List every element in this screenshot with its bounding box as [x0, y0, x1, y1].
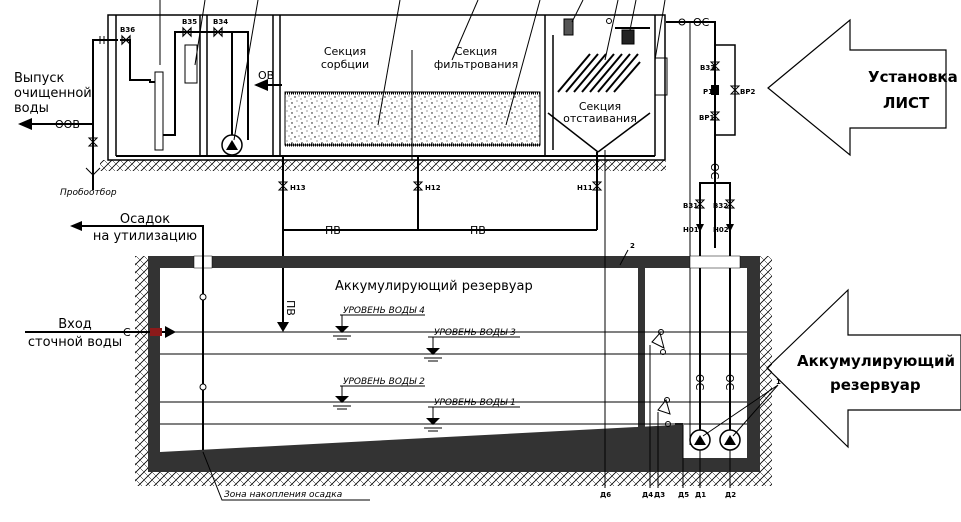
- valve-label-r1: Р1: [703, 88, 713, 96]
- valve-icon[interactable]: [724, 199, 736, 209]
- right-piping: ОС В33 Р1 ВР1 ВР2 ОС В31 В32 Н01 Н02: [666, 16, 755, 445]
- section-sorption-label: Секция: [324, 45, 366, 58]
- water-level-2: УРОВЕНЬ ВОДЫ 2: [333, 377, 425, 410]
- valve-icon[interactable]: [694, 199, 706, 209]
- water-level-label: УРОВЕНЬ ВОДЫ 3: [434, 328, 516, 338]
- pump-2[interactable]: [719, 429, 741, 451]
- outlet-label-2: очищенной: [14, 86, 92, 101]
- valve-icon[interactable]: [412, 181, 424, 191]
- valve-label-n01: Н01: [683, 226, 699, 234]
- outlet-label-3: воды: [14, 101, 49, 116]
- valve-label-n02: Н02: [713, 226, 729, 234]
- section-sorption-label-2: сорбции: [321, 58, 369, 71]
- water-level-label: УРОВЕНЬ ВОДЫ 4: [343, 306, 425, 316]
- valve-label-vr1: ВР1: [699, 114, 714, 122]
- callout-unit-arrow: Установка ЛИСТ: [767, 18, 958, 157]
- valve-icon[interactable]: [182, 26, 192, 38]
- valve-label-v32: В32: [713, 202, 728, 210]
- valve-label-v34: В34: [213, 18, 228, 26]
- outlet: ООВ Выпуск очищенной воды Пробоотбор: [14, 36, 118, 198]
- valve-icon[interactable]: [277, 181, 289, 191]
- tank-title: Аккумулирующий резервуар: [335, 279, 533, 294]
- callout-tank-label-1: Аккумулирующий: [797, 352, 955, 370]
- pv-label: ПВ: [284, 300, 297, 316]
- sensor-label-d6: Д6: [600, 491, 611, 499]
- sensor-label-d1: Д1: [695, 491, 706, 499]
- pv-label: ПВ: [470, 224, 486, 237]
- sludge-zone-label: Зона накопления осадка: [224, 490, 342, 500]
- ground-hatch: [100, 160, 666, 171]
- lamella-pack: [557, 53, 641, 93]
- water-level-1: УРОВЕНЬ ВОДЫ 1: [424, 398, 520, 432]
- valve-label-v33: В33: [700, 64, 715, 72]
- valve-label-n13: Н13: [290, 184, 306, 192]
- valve-icon[interactable]: [87, 137, 99, 147]
- sampling-label: Пробоотбор: [60, 188, 117, 198]
- treatment-unit: Секция сорбции Секция фильтрования Секци…: [100, 0, 668, 171]
- valve-icon[interactable]: [121, 34, 131, 46]
- sludge-label-1: Осадок: [120, 212, 170, 227]
- valve-label-v36: В36: [120, 26, 135, 34]
- oc-label: ОС: [708, 163, 721, 180]
- side-box: [654, 57, 668, 96]
- section-filter-label-2: фильтрования: [434, 58, 518, 71]
- oov-label: ООВ: [55, 118, 80, 131]
- callout-unit-label-2: ЛИСТ: [883, 94, 930, 112]
- valve-label-n11: Н11: [577, 184, 593, 192]
- water-level-3: УРОВЕНЬ ВОДЫ 3: [424, 328, 520, 362]
- water-level-label: УРОВЕНЬ ВОДЫ 2: [343, 377, 425, 387]
- water-level-4: УРОВЕНЬ ВОДЫ 4: [333, 306, 425, 340]
- valve-label-v31: В31: [683, 202, 698, 210]
- section-settling-label-2: отстаивания: [563, 112, 637, 125]
- valve-icon[interactable]: [213, 26, 223, 38]
- accumulation-tank: 2 Аккумулирующий резервуар УРОВЕНЬ ВОДЫ …: [25, 150, 781, 501]
- mark-1: 1: [776, 378, 781, 386]
- oc-label: ОС: [723, 374, 736, 391]
- cartridge-filter: [154, 71, 164, 151]
- mark-2: 2: [630, 242, 635, 250]
- inlet-pipe-label: С: [123, 326, 131, 339]
- callout-tank-arrow: Аккумулирующий резервуар: [766, 288, 961, 449]
- ov-label: ОВ: [258, 69, 274, 82]
- valve-icon[interactable]: [709, 111, 721, 121]
- water-level-label: УРОВЕНЬ ВОДЫ 1: [434, 398, 516, 408]
- inlet-label-1: Вход: [58, 317, 92, 332]
- sensor-label-d3: Д3: [654, 491, 665, 499]
- outlet-label-1: Выпуск: [14, 71, 65, 86]
- section-settling-label: Секция: [579, 100, 621, 113]
- valve-label-v35: В35: [182, 18, 197, 26]
- valve-icon[interactable]: [729, 85, 741, 95]
- sludge-label-2: на утилизацию: [93, 229, 197, 244]
- valve-icon[interactable]: [591, 181, 603, 191]
- pv-label: ПВ: [325, 224, 341, 237]
- section-filter-label: Секция: [455, 45, 497, 58]
- callout-unit-label-1: Установка: [868, 68, 958, 86]
- sensor-label-d5: Д5: [678, 491, 689, 499]
- valve-icon[interactable]: [709, 61, 721, 71]
- valve-label-vr2: ВР2: [740, 88, 755, 96]
- sensor-label-d2: Д2: [725, 491, 736, 499]
- oc-label: ОС: [693, 16, 710, 29]
- sensor-label-d4: Д4: [642, 491, 653, 499]
- callout-tank-label-2: резервуар: [830, 376, 921, 394]
- backwash-pipes: ПВ ПВ ПВ Н13 Н12 Н11: [277, 152, 603, 332]
- oc-label: ОС: [693, 374, 706, 391]
- inlet-label-2: сточной воды: [28, 335, 122, 350]
- valve-label-n12: Н12: [425, 184, 441, 192]
